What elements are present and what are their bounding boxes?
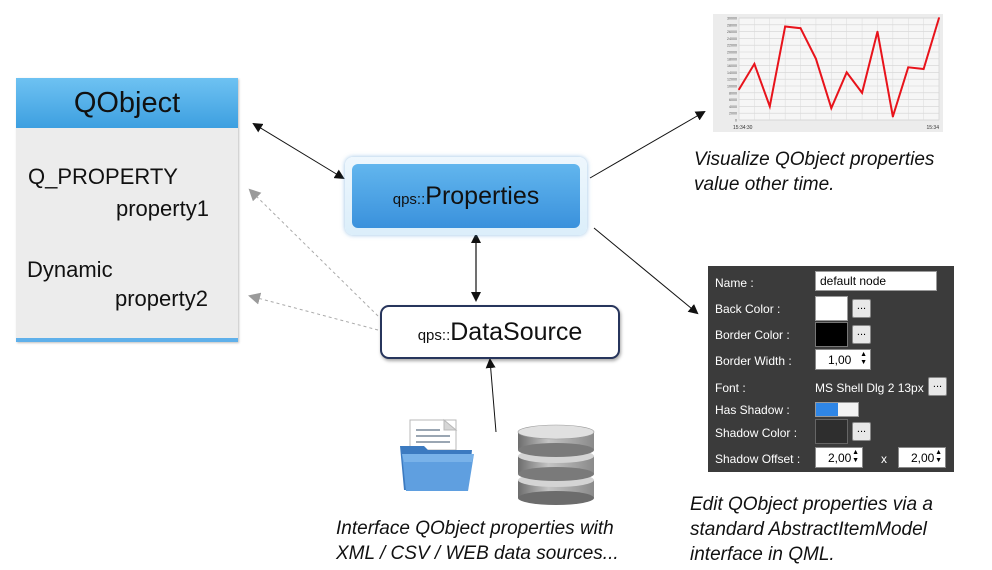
properties-name: Properties (425, 182, 540, 210)
arrow-datasource-property2 (248, 292, 379, 331)
time-series-chart: 3000028000260002400022000200001800016000… (713, 14, 943, 132)
y-tick-label: 20000 (727, 51, 737, 55)
qobject-title: QObject (16, 78, 238, 128)
q-property-label: Q_PROPERTY (28, 164, 178, 189)
arrow-properties-editor (593, 227, 699, 315)
y-tick-label: 30000 (727, 17, 737, 21)
editor-caption-line-3: interface in QML. (690, 544, 835, 565)
data-point (738, 88, 740, 91)
border-width-value: 1,00 (828, 353, 852, 367)
border-width-label: Border Width : (715, 354, 792, 368)
data-point (830, 107, 833, 109)
y-tick-label: 14000 (727, 71, 737, 75)
y-tick-label: 8000 (729, 91, 737, 95)
editor-caption: Edit QObject properties via a standard A… (690, 492, 933, 567)
y-tick-label: 18000 (727, 57, 737, 61)
y-tick-label: 28000 (727, 23, 737, 27)
shadow-offset-y-spinbox[interactable]: 2,00▲▼ (898, 447, 946, 468)
chart-caption-line-1: Visualize QObject properties (694, 149, 935, 170)
shadow-offset-y-value: 2,00 (911, 451, 935, 465)
x-tick-label-last: 15:34 (926, 125, 939, 131)
x-tick-label-first: 15:34:30 (733, 125, 753, 131)
property-editor-panel: Name : default node Back Color : ... Bor… (708, 266, 954, 472)
y-tick-label: 22000 (727, 44, 737, 48)
property2-label: property2 (115, 286, 208, 311)
chart-caption: Visualize QObject properties value other… (694, 147, 934, 197)
y-tick-label: 16000 (727, 64, 737, 68)
database-icon (517, 424, 595, 505)
chart-caption-line-2: value other time. (694, 174, 835, 195)
name-label: Name : (715, 276, 754, 290)
datasource-caption: Interface QObject properties with XML / … (336, 516, 619, 566)
editor-caption-line-1: Edit QObject properties via a (690, 494, 933, 515)
datasource-caption-line-1: Interface QObject properties with (336, 518, 614, 539)
data-point (768, 105, 771, 108)
y-tick-label: 10000 (727, 85, 737, 89)
y-tick-label: 2000 (729, 112, 737, 116)
data-point (799, 27, 802, 30)
has-shadow-label: Has Shadow : (715, 403, 790, 417)
font-label: Font : (715, 381, 746, 395)
shadow-color-picker-button[interactable]: ... (852, 422, 871, 441)
spin-arrows-icon[interactable]: ▲▼ (852, 449, 859, 464)
spin-arrows-icon[interactable]: ▲▼ (935, 449, 942, 464)
editor-caption-line-2: standard AbstractItemModel (690, 519, 927, 540)
properties-box: qps::Properties (345, 157, 587, 235)
arrow-properties-chart (589, 110, 706, 179)
back-color-label: Back Color : (715, 302, 781, 316)
arrow-sources-datasource (485, 358, 497, 433)
shadow-offset-label: Shadow Offset : (715, 452, 801, 466)
data-point (938, 17, 940, 19)
data-point (845, 71, 848, 74)
y-tick-label: 0 (735, 119, 737, 123)
qobject-card: QObject Q_PROPERTY property1 Dynamic pro… (16, 78, 238, 342)
data-point (784, 25, 787, 28)
y-tick-label: 12000 (727, 78, 737, 82)
y-tick-label: 24000 (727, 37, 737, 41)
name-field[interactable]: default node (815, 271, 937, 291)
dynamic-label: Dynamic (27, 257, 113, 282)
data-point (876, 30, 879, 33)
series-line (738, 17, 940, 117)
font-value: MS Shell Dlg 2 13px (815, 381, 924, 395)
shadow-color-swatch[interactable] (815, 419, 848, 444)
y-tick-label: 26000 (727, 30, 737, 34)
datasource-name: DataSource (450, 318, 583, 346)
y-tick-label: 6000 (729, 98, 737, 102)
border-color-picker-button[interactable]: ... (852, 325, 871, 344)
arrow-qobject-properties (252, 122, 345, 180)
property1-label: property1 (116, 196, 209, 221)
border-width-spinbox[interactable]: 1,00 ▲▼ (815, 349, 871, 370)
border-color-swatch[interactable] (815, 322, 848, 347)
border-color-label: Border Color : (715, 328, 790, 342)
spin-arrows-icon[interactable]: ▲▼ (860, 351, 867, 366)
datasource-caption-line-2: XML / CSV / WEB data sources... (336, 543, 619, 564)
data-point (753, 63, 756, 65)
data-point (815, 57, 817, 60)
datasource-box: qps::DataSource (380, 305, 620, 359)
data-point (922, 68, 925, 70)
datasource-prefix: qps:: (417, 327, 451, 344)
shadow-offset-x-value: 2,00 (828, 451, 852, 465)
has-shadow-toggle[interactable] (815, 402, 859, 417)
data-point (891, 115, 894, 118)
shadow-offset-x-spinbox[interactable]: 2,00▲▼ (815, 447, 863, 468)
properties-prefix: qps:: (392, 191, 426, 208)
data-point (861, 91, 863, 94)
font-picker-button[interactable]: ... (928, 377, 947, 396)
toggle-fill (816, 403, 838, 416)
data-point (907, 66, 910, 69)
shadow-color-label: Shadow Color : (715, 426, 798, 440)
folder-document-icon (400, 418, 474, 491)
properties-label: qps::Properties (352, 164, 580, 228)
back-color-swatch[interactable] (815, 296, 848, 321)
shadow-offset-separator: x (881, 452, 887, 466)
qobject-bottom-bar (16, 338, 238, 342)
y-tick-label: 4000 (729, 105, 737, 109)
back-color-picker-button[interactable]: ... (852, 299, 871, 318)
